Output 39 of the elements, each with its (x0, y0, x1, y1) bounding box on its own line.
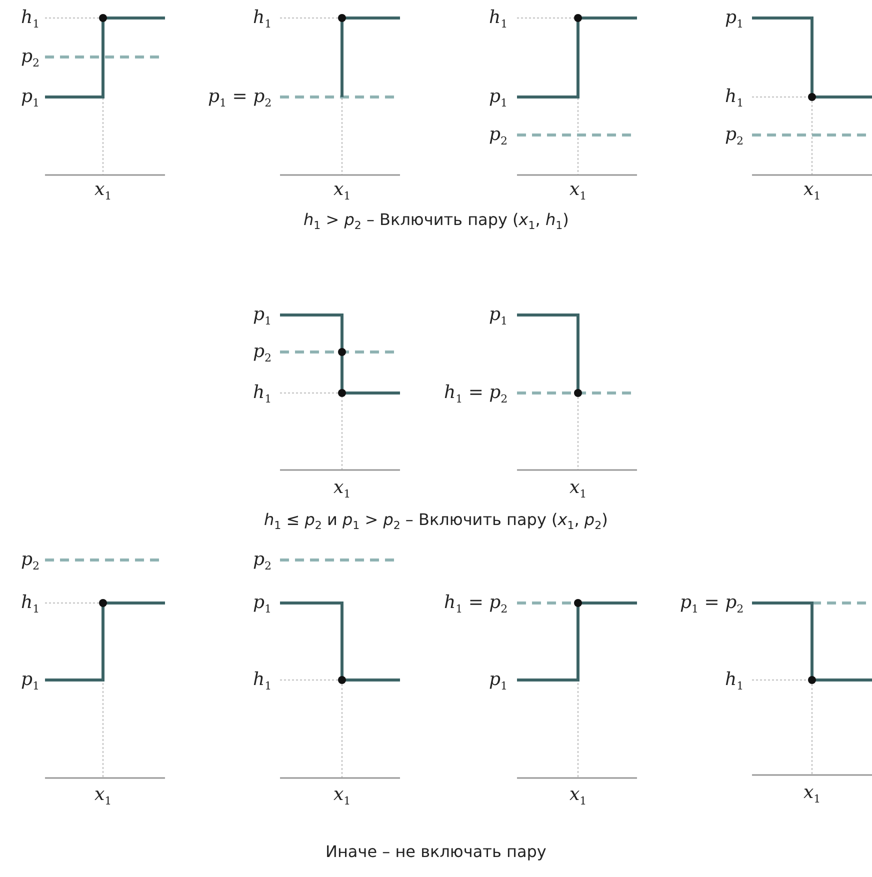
level-label: h$_{1}$ (253, 669, 272, 695)
level-label: p$_{1}$ (725, 7, 744, 33)
level-label: p$_{2}$ (725, 124, 744, 150)
axis-label: x$_{1}$ (94, 179, 112, 205)
level-label: h$_{1}$ (725, 669, 744, 695)
axis-label: x$_{1}$ (334, 784, 351, 810)
level-label: p$_{1}$ (489, 304, 508, 330)
level-label: h$_{1}$ = p$_{2}$ (444, 592, 508, 618)
level-label: p$_{2}$ (253, 341, 272, 367)
level-label: p$_{1}$ (253, 304, 272, 330)
axis-label: x$_{1}$ (804, 179, 821, 205)
level-label: p$_{1}$ (489, 669, 508, 695)
level-label: p$_{1}$ = p$_{2}$ (208, 86, 272, 112)
axis-label: x$_{1}$ (804, 782, 821, 808)
level-label: p$_{1}$ (489, 86, 508, 112)
level-label: p$_{1}$ = p$_{2}$ (680, 592, 744, 618)
level-label: h$_{1}$ (725, 86, 744, 112)
level-label: p$_{2}$ (489, 124, 508, 150)
level-label: h$_{1}$ (253, 7, 272, 33)
condition-text: h$_{1}$ ≤ p$_{2}$ и p$_{1}$ > p$_{2}$ – Включить пару (x$_{1}$, p$_{2}$) (264, 509, 608, 534)
level-label: h$_{1}$ (21, 592, 40, 618)
level-label: h$_{1}$ = p$_{2}$ (444, 382, 508, 408)
axis-label: x$_{1}$ (570, 179, 587, 205)
level-label: p$_{2}$ (21, 46, 40, 72)
level-label: h$_{1}$ (21, 7, 40, 33)
axis-label: x$_{1}$ (334, 179, 351, 205)
level-label: h$_{1}$ (253, 382, 272, 408)
condition-text: Иначе – не включать пару (326, 841, 546, 863)
level-label: h$_{1}$ (489, 7, 508, 33)
axis-label: x$_{1}$ (94, 784, 112, 810)
axis-label: x$_{1}$ (334, 477, 351, 503)
level-label: p$_{2}$ (253, 549, 272, 575)
axis-label: x$_{1}$ (570, 784, 587, 810)
level-label: p$_{2}$ (21, 549, 40, 575)
level-label: p$_{1}$ (21, 86, 40, 112)
level-label: p$_{1}$ (253, 592, 272, 618)
level-label: p$_{1}$ (21, 669, 40, 695)
axis-label: x$_{1}$ (570, 477, 587, 503)
condition-text: h$_{1}$ > p$_{2}$ – Включить пару (x$_{1}$, h$_{1}$) (304, 209, 569, 234)
